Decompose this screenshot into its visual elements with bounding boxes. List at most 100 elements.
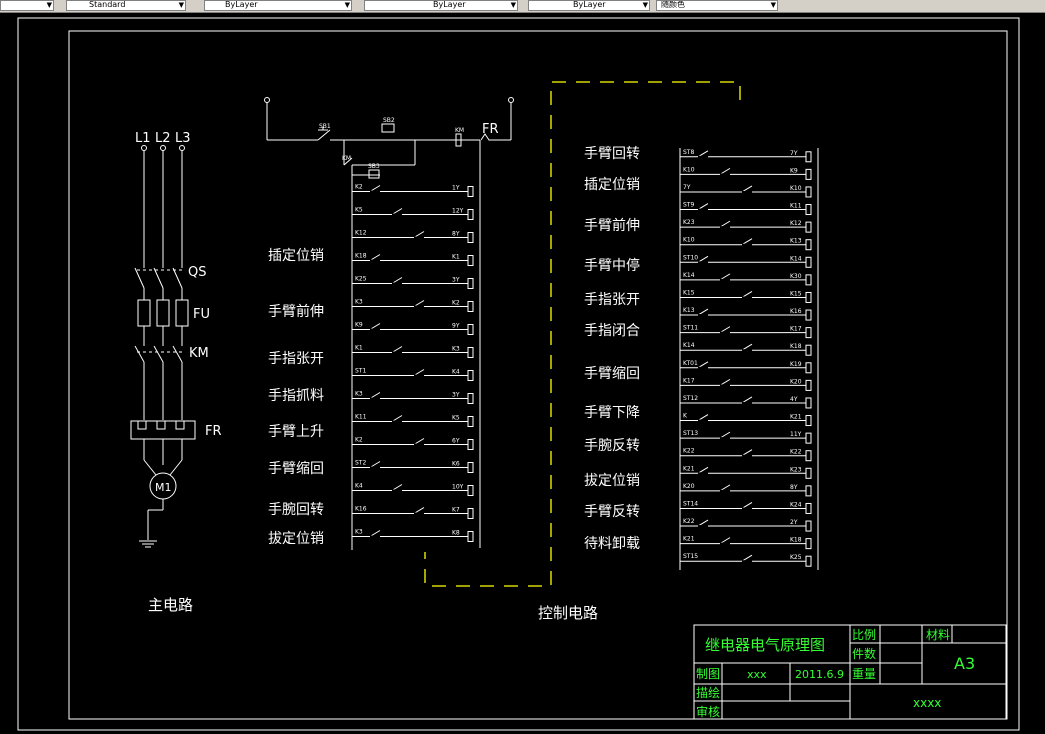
right-coil-label: K30 bbox=[790, 273, 802, 280]
left-coil bbox=[467, 531, 474, 542]
right-function-label: 手腕反转 bbox=[584, 438, 640, 454]
right-function-label: 拔定位销 bbox=[584, 473, 640, 489]
left-contact-label: K4 bbox=[355, 483, 363, 490]
left-coil bbox=[467, 485, 474, 496]
left-coil-label: 6Y bbox=[452, 438, 460, 445]
km-coil-label: KM bbox=[455, 127, 464, 134]
left-contact-label: K3 bbox=[355, 299, 363, 306]
left-function-label: 手指张开 bbox=[268, 351, 324, 367]
right-coil-label: K23 bbox=[790, 466, 802, 473]
fuse-label: FU bbox=[193, 307, 210, 322]
drawing-date: 2011.6.9 bbox=[795, 668, 844, 681]
right-coil-label: K24 bbox=[790, 501, 802, 508]
left-coil bbox=[467, 462, 474, 473]
right-coil-label: K13 bbox=[790, 238, 802, 245]
left-contact-label: K1 bbox=[355, 345, 363, 352]
right-function-label: 手臂反转 bbox=[584, 504, 640, 520]
left-coil-label: 10Y bbox=[452, 484, 464, 491]
right-contact-label: K14 bbox=[683, 342, 695, 349]
layer-value: ByLayer bbox=[225, 0, 258, 9]
lineweight-value: ByLayer bbox=[573, 0, 606, 9]
left-ladder: 1YK212YK58YK12K1K183YK25K2K39YK9K3K1K4ST… bbox=[268, 180, 481, 548]
phase-label-l2: L2 bbox=[155, 131, 171, 146]
right-coil-label: 2Y bbox=[790, 519, 798, 526]
left-coil-label: 1Y bbox=[452, 185, 460, 192]
right-coil-label: 7Y bbox=[790, 150, 798, 157]
right-coil bbox=[805, 327, 812, 339]
right-coil-label: K19 bbox=[790, 361, 802, 368]
left-contact-label: K5 bbox=[355, 207, 363, 214]
title-block bbox=[693, 624, 1007, 720]
right-function-label: 手臂下降 bbox=[584, 405, 640, 421]
right-contact-label: K22 bbox=[683, 448, 695, 455]
right-coil bbox=[805, 415, 812, 427]
left-coil-label: 3Y bbox=[452, 277, 460, 284]
sheet-size: A3 bbox=[954, 654, 975, 673]
left-coil bbox=[467, 508, 474, 519]
lineweight-dropdown[interactable]: ByLayer ▼ bbox=[528, 0, 650, 11]
right-coil bbox=[805, 274, 812, 286]
contactor-label: KM bbox=[189, 346, 209, 361]
switch-label: QS bbox=[188, 265, 206, 280]
right-contact-label: ST15 bbox=[683, 553, 698, 560]
left-contact-label: K2 bbox=[355, 437, 363, 444]
right-coil-label: K11 bbox=[790, 203, 802, 210]
right-coil-label: 8Y bbox=[790, 484, 798, 491]
right-coil-label: K10 bbox=[790, 185, 802, 192]
drawing-canvas[interactable]: L1 L2 L3 QS FU KM FR M1 主电路 SB1 SB2 KM F… bbox=[0, 12, 1045, 734]
right-function-label: 手指闭合 bbox=[584, 323, 640, 339]
left-coil-label: 8Y bbox=[452, 231, 460, 238]
drawing-code: xxxx bbox=[913, 696, 941, 710]
phase-label-l3: L3 bbox=[175, 131, 191, 146]
toolbar-dropdown-left[interactable]: ▼ bbox=[0, 0, 54, 11]
drawing-frame bbox=[68, 30, 1008, 720]
control-supply bbox=[264, 97, 514, 550]
right-contact-label: K21 bbox=[683, 465, 695, 472]
left-coil bbox=[467, 255, 474, 266]
right-contact-label: K15 bbox=[683, 289, 695, 296]
left-contact-label: K11 bbox=[355, 414, 367, 421]
right-coil bbox=[805, 168, 812, 180]
left-function-label: 手臂缩回 bbox=[268, 461, 324, 477]
right-coil-label: K18 bbox=[790, 343, 802, 350]
text-style-dropdown[interactable]: Standard▼ bbox=[66, 0, 186, 11]
left-coil-label: K1 bbox=[452, 254, 460, 261]
right-coil bbox=[805, 204, 812, 216]
right-coil-label: K12 bbox=[790, 220, 802, 227]
left-coil-label: K2 bbox=[452, 300, 460, 307]
left-coil bbox=[467, 416, 474, 427]
color-value: 随颜色 bbox=[661, 0, 685, 9]
right-contact-label: ST10 bbox=[683, 254, 698, 261]
scale-label: 比例 bbox=[852, 628, 876, 642]
left-contact-label: K3 bbox=[355, 529, 363, 536]
right-function-label: 待料卸载 bbox=[584, 536, 640, 552]
right-coil bbox=[805, 520, 812, 532]
layer-dropdown[interactable]: ByLayer ▼ bbox=[204, 0, 352, 11]
right-contact-label: K14 bbox=[683, 272, 695, 279]
color-dropdown[interactable]: 随颜色▼ bbox=[656, 0, 778, 11]
left-function-label: 手臂上升 bbox=[268, 424, 324, 440]
right-contact-label: 7Y bbox=[683, 184, 691, 191]
right-function-label: 手指张开 bbox=[584, 292, 640, 308]
linetype-dropdown[interactable]: ByLayer▼ bbox=[364, 0, 518, 11]
right-coil-label: 11Y bbox=[790, 431, 802, 438]
right-contact-label: ST14 bbox=[683, 500, 698, 507]
left-coil-label: K5 bbox=[452, 415, 460, 422]
right-coil-label: K15 bbox=[790, 290, 802, 297]
right-contact-label: ST8 bbox=[683, 149, 694, 156]
right-contact-label: K21 bbox=[683, 536, 695, 543]
right-function-label: 手臂中停 bbox=[584, 257, 640, 274]
left-function-label: 手臂前伸 bbox=[268, 303, 324, 320]
left-function-label: 插定位销 bbox=[268, 248, 324, 264]
control-circuit-caption: 控制电路 bbox=[538, 604, 598, 622]
right-contact-label: K10 bbox=[683, 237, 695, 244]
right-coil bbox=[805, 502, 812, 514]
right-contact-label: KT01 bbox=[683, 360, 698, 367]
right-contact-label: K bbox=[683, 413, 688, 420]
right-contact-label: ST11 bbox=[683, 325, 698, 332]
chevron-down-icon: ▼ bbox=[344, 1, 350, 9]
left-contact-label: K3 bbox=[355, 391, 363, 398]
right-coil bbox=[805, 256, 812, 268]
left-coil bbox=[467, 393, 474, 404]
chevron-down-icon: ▼ bbox=[642, 1, 648, 9]
